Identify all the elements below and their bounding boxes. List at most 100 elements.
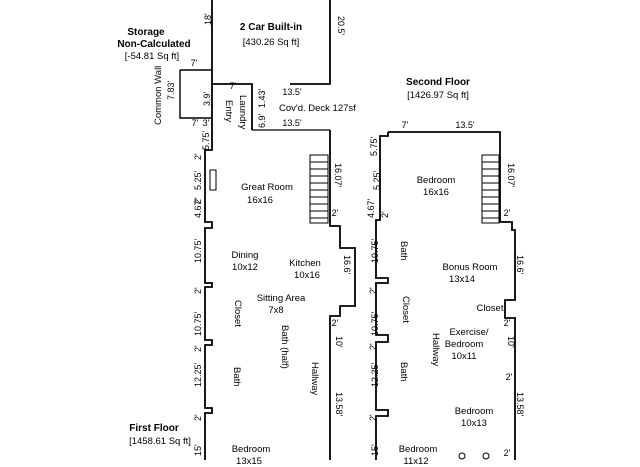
dim-label: 13.5' xyxy=(455,120,475,130)
window xyxy=(209,169,217,191)
first-floor-stairs xyxy=(309,154,329,224)
storage-walls xyxy=(179,69,212,119)
dim-label: 2' xyxy=(193,287,203,294)
bath-label: Bath xyxy=(398,362,409,382)
hallway-label: Hallway xyxy=(309,362,320,396)
dim-label: 13.58' xyxy=(334,392,344,417)
common-wall-label: Common Wall xyxy=(153,65,164,125)
storage-title: Storage xyxy=(127,27,165,38)
bedroom-size: 10x13 xyxy=(461,418,487,429)
dim-label: 3.9' xyxy=(202,91,212,106)
bedroom-size: 13x15 xyxy=(236,456,262,467)
dim-label: 1.43' xyxy=(257,88,267,108)
dim-label: 15' xyxy=(370,444,380,456)
dim-label: 6.9' xyxy=(257,113,267,128)
dim-label: 2' xyxy=(193,345,203,352)
hallway-label: Hallway xyxy=(430,333,441,367)
storage-subtitle: Non-Calculated xyxy=(117,39,191,50)
first-floor-title: First Floor xyxy=(129,423,179,434)
bedroom-size: 11x12 xyxy=(403,456,429,467)
dim-label: 5.25' xyxy=(372,170,382,190)
bonus-room-size: 13x14 xyxy=(449,274,475,285)
dim-label: 2' xyxy=(331,208,339,218)
closet-label: Closet xyxy=(476,303,504,314)
dim-label: 16.6' xyxy=(342,255,352,275)
storage-area: [-54.81 Sq ft] xyxy=(124,51,180,62)
dim-label: 7' xyxy=(401,120,409,130)
dim-label: 2' xyxy=(380,211,390,218)
great-room-label: Great Room xyxy=(241,182,293,193)
dim-label: 2' xyxy=(368,343,378,350)
dim-label: 2' xyxy=(503,208,511,218)
deck-label: Cov'd. Deck 127sf xyxy=(279,103,356,114)
dim-label: 7' xyxy=(190,58,198,68)
bath-label: Bath xyxy=(231,367,242,387)
bath-half-label: Bath (half) xyxy=(279,325,290,369)
bath-label: Bath xyxy=(398,241,409,261)
dim-label: 2' xyxy=(193,153,203,160)
bedroom-label: Bedroom xyxy=(231,444,271,455)
dim-label: 2' xyxy=(503,448,511,458)
dim-label: 10.75' xyxy=(370,311,380,336)
dining-size: 10x12 xyxy=(232,262,258,273)
fixture-circle xyxy=(458,452,466,460)
kitchen-label: Kitchen xyxy=(289,258,321,269)
garage-area: [430.26 Sq ft] xyxy=(242,37,300,48)
bedroom-label: Bedroom xyxy=(416,175,456,186)
dim-label: 10' xyxy=(506,336,516,348)
dim-label: 12.25' xyxy=(193,362,203,387)
dim-label: 15' xyxy=(193,444,203,456)
dim-label: 2' xyxy=(505,372,513,382)
dim-label: 10.75' xyxy=(370,238,380,263)
sitting-area-label: Sitting Area xyxy=(256,293,306,304)
dim-label: 5.25' xyxy=(193,170,203,190)
dim-label: 13.5' xyxy=(282,87,302,97)
dim-label: 5.75' xyxy=(201,130,211,150)
dim-label: 7' xyxy=(229,81,237,91)
dim-label: 13.5' xyxy=(282,118,302,128)
second-floor-right-wall xyxy=(388,131,516,460)
dim-label: 16.07' xyxy=(333,163,343,188)
second-floor-area: [1426.97 Sq ft] xyxy=(407,90,469,101)
exercise-size: 10x11 xyxy=(451,351,477,362)
dim-label: 2' xyxy=(331,318,339,328)
dim-label: 10.75' xyxy=(193,238,203,263)
bedroom-label: Bedroom xyxy=(454,406,494,417)
bedroom-label: Bedroom xyxy=(398,444,438,455)
bedroom-size: 16x16 xyxy=(423,187,449,198)
dim-label: 4.67' xyxy=(193,198,203,218)
second-floor-title: Second Floor xyxy=(406,77,470,88)
first-floor-area: [1458.61 Sq ft] xyxy=(129,436,191,447)
first-floor-right-wall xyxy=(329,130,356,460)
first-floor-left-wall xyxy=(204,84,213,460)
bonus-room-label: Bonus Room xyxy=(442,262,498,273)
dining-label: Dining xyxy=(231,250,259,261)
dim-label: 7.83' xyxy=(166,80,176,100)
dim-label: 20.5' xyxy=(336,16,346,36)
dim-label: 16.07' xyxy=(506,163,516,188)
dim-label: 2' xyxy=(368,414,378,421)
garage-title: 2 Car Built-in xyxy=(239,22,303,33)
dim-label: 12.25' xyxy=(370,362,380,387)
dim-label: 4.67' xyxy=(366,198,376,218)
exercise-label: Exercise/ xyxy=(449,327,489,338)
dim-label: 18' xyxy=(203,13,213,25)
second-floor-left-wall xyxy=(375,132,389,460)
dim-label: 2' xyxy=(193,414,203,421)
dim-label: 7' xyxy=(191,118,199,128)
exercise-label-2: Bedroom xyxy=(444,339,484,350)
closet-label: Closet xyxy=(232,300,243,327)
dim-label: 13.58' xyxy=(515,392,525,417)
kitchen-size: 10x16 xyxy=(294,270,320,281)
dim-label: 2' xyxy=(503,318,511,328)
great-room-size: 16x16 xyxy=(247,195,273,206)
dim-label: 3' xyxy=(202,118,210,128)
second-floor-stairs xyxy=(481,154,500,224)
laundry-label: Laundry xyxy=(237,95,248,130)
dim-label: 2' xyxy=(368,287,378,294)
sitting-area-size: 7x8 xyxy=(268,305,284,316)
dim-label: 16.6' xyxy=(515,255,525,275)
dim-label: 10.75' xyxy=(193,311,203,336)
